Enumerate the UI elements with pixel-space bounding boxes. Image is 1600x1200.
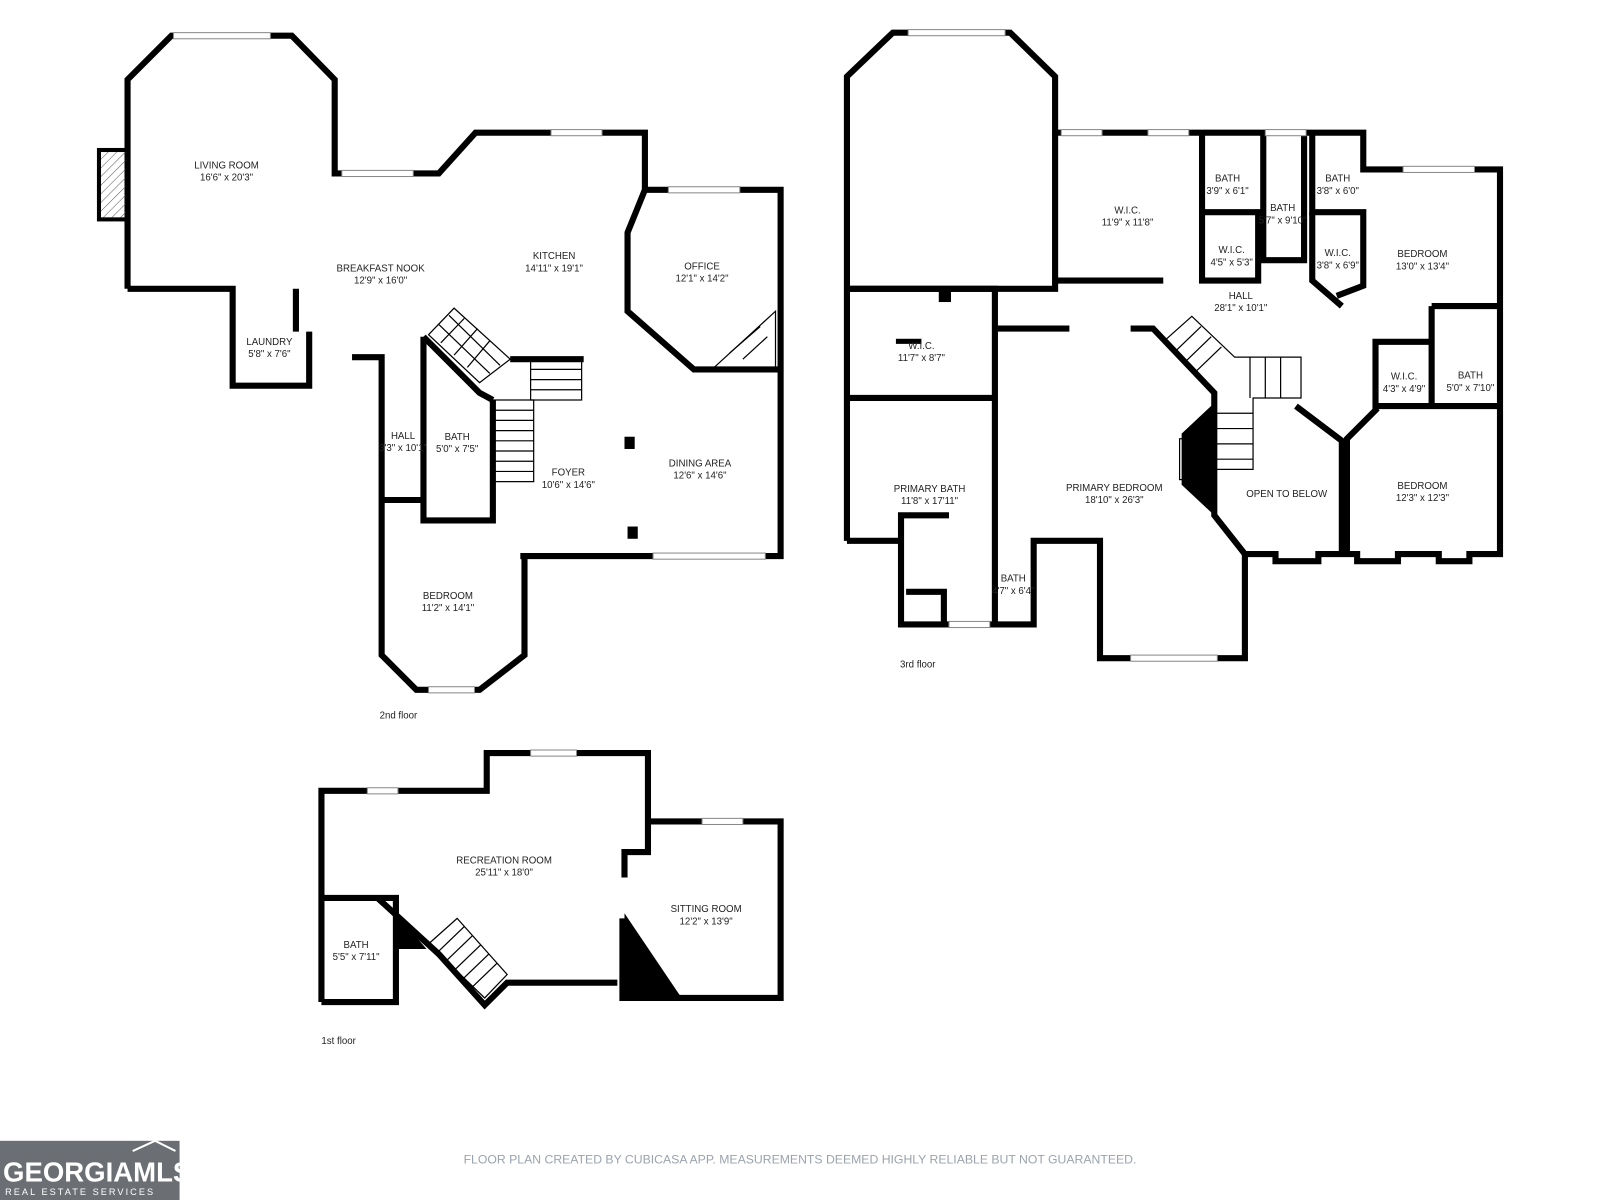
- first-floor-plan: RECREATION ROOM 25'11" x 18'0" SITTING R…: [318, 749, 784, 1047]
- room-name: RECREATION ROOM: [456, 855, 552, 866]
- room-size: 3'8" x 6'9": [1317, 260, 1360, 271]
- room-name: LAUNDRY: [246, 337, 293, 348]
- room-size: 12'6" x 14'6": [673, 471, 727, 482]
- disclaimer-text: FLOOR PLAN CREATED BY CUBICASA APP. MEAS…: [464, 1152, 1137, 1166]
- logo-text: GEORGIAMLS: [3, 1157, 191, 1188]
- room-labels-1st: RECREATION ROOM 25'11" x 18'0" SITTING R…: [333, 855, 742, 963]
- room-name: BREAKFAST NOOK: [337, 263, 426, 274]
- room-name: W.I.C.: [1325, 248, 1351, 259]
- room-size: 5'0" x 7'10": [1447, 383, 1495, 394]
- room-name: BEDROOM: [1397, 481, 1447, 492]
- room-size: 25'11" x 18'0": [475, 868, 533, 879]
- room-name: BATH: [1215, 174, 1240, 185]
- room-size: 5'7" x 9'10": [1259, 215, 1307, 226]
- room-size: 4'7" x 6'4": [992, 586, 1035, 597]
- room-size: 13'0" x 13'4": [1396, 261, 1450, 272]
- room-size: 14'11" x 19'1": [525, 263, 583, 274]
- staircase-icon: [427, 917, 508, 999]
- room-name: BATH: [1270, 203, 1295, 214]
- room-size: 16'6" x 20'3": [200, 173, 254, 184]
- room-name: BEDROOM: [1397, 249, 1447, 260]
- third-floor-plan: W.I.C. 11'9" x 11'8" BATH 3'9" x 6'1" BA…: [843, 29, 1504, 670]
- room-labels-2nd: LIVING ROOM 16'6" x 20'3" BREAKFAST NOOK…: [194, 160, 732, 614]
- room-name: KITCHEN: [533, 251, 576, 262]
- room-name: W.I.C.: [908, 341, 934, 352]
- room-name: W.I.C.: [1391, 372, 1417, 383]
- logo-subtext: REAL ESTATE SERVICES: [5, 1187, 155, 1197]
- room-size: 10'6" x 14'6": [542, 480, 596, 491]
- floor-label-1st: 1st floor: [321, 1036, 356, 1047]
- room-name: W.I.C.: [1218, 245, 1244, 256]
- floor-label-3rd: 3rd floor: [900, 659, 936, 670]
- room-size: 5'5" x 7'11": [333, 952, 381, 963]
- fireplace-icon: [96, 147, 130, 222]
- room-name: W.I.C.: [1114, 205, 1140, 216]
- staircase-icon: [427, 307, 777, 483]
- room-size: 3'8" x 6'0": [1317, 186, 1360, 197]
- floor-label-2nd: 2nd floor: [380, 710, 418, 721]
- room-size: 11'7" x 8'7": [898, 353, 946, 364]
- room-name: FOYER: [552, 468, 585, 479]
- room-name: OPEN TO BELOW: [1246, 489, 1328, 500]
- room-name: BATH: [445, 432, 470, 443]
- room-name: PRIMARY BEDROOM: [1066, 483, 1163, 494]
- room-size: 11'8" x 17'11": [901, 496, 959, 507]
- georgia-mls-logo: GEORGIAMLS REAL ESTATE SERVICES: [0, 1139, 191, 1200]
- second-floor-plan: LIVING ROOM 16'6" x 20'3" BREAKFAST NOOK…: [96, 32, 784, 721]
- room-name: DINING AREA: [669, 458, 732, 469]
- room-size: 5'8" x 7'6": [248, 349, 291, 360]
- room-name: HALL: [391, 431, 416, 442]
- room-size: 3'9" x 6'1": [1206, 186, 1249, 197]
- room-size: 12'1" x 14'2": [675, 274, 729, 285]
- staircase-icon: [1162, 315, 1302, 471]
- room-name: PRIMARY BATH: [894, 484, 966, 495]
- room-name: HALL: [1229, 291, 1254, 302]
- room-size: 11'9" x 11'8": [1102, 218, 1154, 229]
- room-name: BATH: [344, 940, 369, 951]
- room-name: SITTING ROOM: [671, 904, 742, 915]
- room-size: 12'9" x 16'0": [354, 276, 408, 287]
- room-name: BATH: [1458, 371, 1483, 382]
- room-name: BATH: [1325, 174, 1350, 185]
- room-size: 4'5" x 5'3": [1210, 257, 1253, 268]
- room-size: 28'1" x 10'1": [1214, 303, 1268, 314]
- room-size: 5'0" x 7'5": [436, 444, 479, 455]
- room-name: BEDROOM: [423, 591, 473, 602]
- room-size: 12'2" x 13'9": [680, 916, 734, 927]
- room-labels-3rd: W.I.C. 11'9" x 11'8" BATH 3'9" x 6'1" BA…: [894, 174, 1495, 597]
- room-size: 12'3" x 12'3": [1396, 493, 1450, 504]
- room-size: 4'3" x 4'9": [1383, 384, 1426, 395]
- room-size: 18'10" x 26'3": [1085, 495, 1144, 506]
- room-name: BATH: [1001, 574, 1026, 585]
- room-size: 3'3" x 10'1": [379, 443, 427, 454]
- room-name: OFFICE: [684, 261, 720, 272]
- room-size: 11'2" x 14'1": [422, 603, 475, 614]
- room-name: LIVING ROOM: [194, 160, 259, 171]
